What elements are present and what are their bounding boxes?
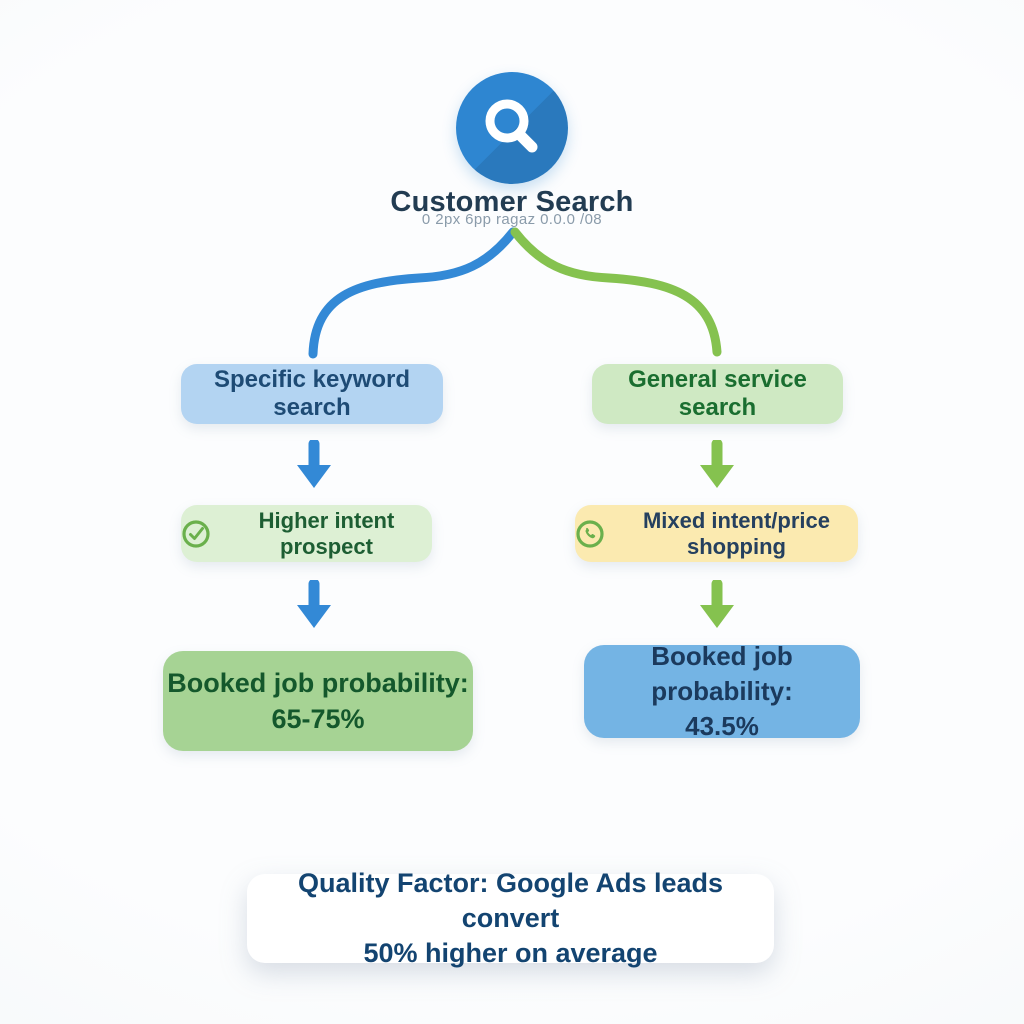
- probability-label: Booked job probability:: [651, 640, 793, 706]
- search-icon: [456, 72, 568, 184]
- right-branch-connector: [510, 227, 722, 357]
- node-label: Higher intent prospect: [258, 507, 395, 559]
- left-branch-connector: [308, 227, 518, 359]
- node-label: General service search: [628, 366, 807, 421]
- check-circle-icon: [181, 519, 211, 549]
- quality-factor-note: Quality Factor: Google Ads leads convert…: [247, 868, 774, 968]
- node-general-service-search: General service search: [592, 364, 843, 424]
- probability-value: 43.5%: [685, 711, 759, 742]
- probability-label: Booked job probability:: [167, 667, 469, 698]
- arrow-down-icon: [297, 440, 331, 488]
- node-label: Specific keyword search: [213, 366, 411, 421]
- phone-circle-icon: [575, 519, 605, 549]
- quality-note-line2: 50% higher on average: [363, 938, 658, 969]
- branch-connectors: [308, 227, 722, 359]
- node-booked-probability-left: Booked job probability: 65-75%: [163, 651, 473, 751]
- magnifier-glyph: [485, 99, 538, 153]
- node-mixed-intent-price-shopping: Mixed intent/price shopping: [575, 505, 858, 562]
- arrow-down-icon: [297, 580, 331, 628]
- node-specific-keyword-search: Specific keyword search: [181, 364, 443, 424]
- arrow-down-icon: [700, 580, 734, 628]
- arrow-down-icon: [700, 440, 734, 488]
- node-higher-intent-prospect: Higher intent prospect: [181, 505, 432, 562]
- node-booked-probability-right: Booked job probability: 43.5%: [584, 641, 860, 741]
- node-label: Mixed intent/price shopping: [642, 507, 831, 559]
- probability-value: 65-75%: [271, 704, 365, 734]
- root-subtitle: 0 2px 6pp ragaz 0.0.0 /08: [421, 211, 603, 228]
- quality-note-line1: Quality Factor: Google Ads leads convert: [297, 867, 724, 933]
- root-title: Customer Search: [390, 186, 634, 218]
